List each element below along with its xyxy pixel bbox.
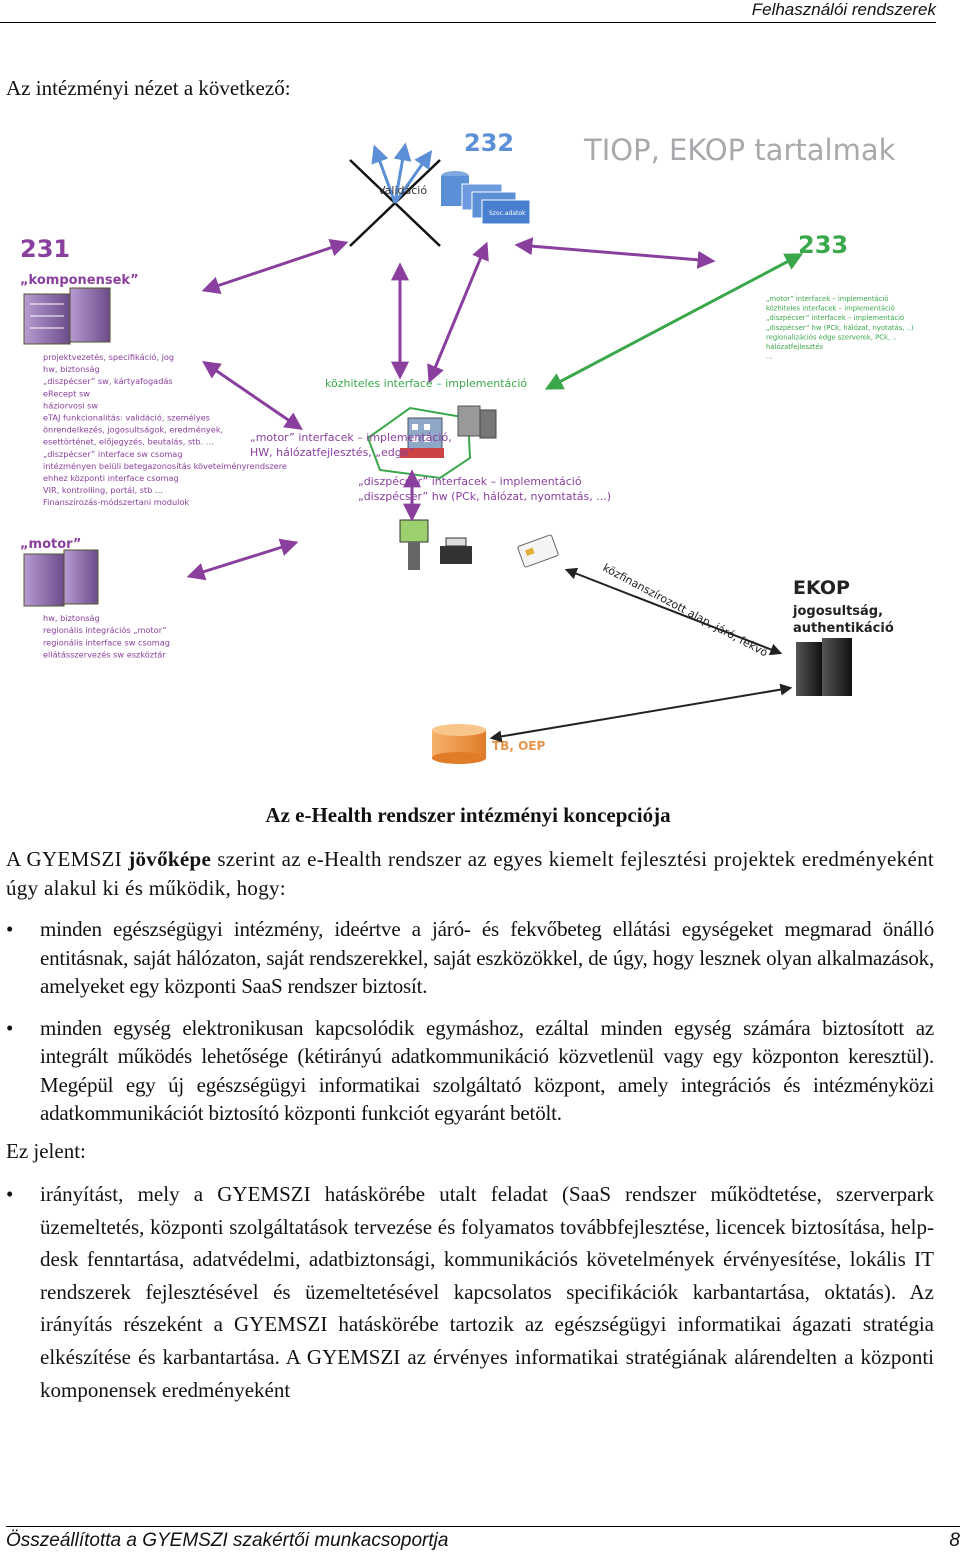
komponensek-item: hw, biztonság	[43, 364, 100, 374]
motor-item: hw, biztonság	[43, 613, 100, 623]
figure-caption: Az e-Health rendszer intézményi koncepci…	[265, 803, 671, 827]
vision-pre: A GYEMSZI	[6, 847, 129, 871]
list-233-item: „diszpécser” hw (PCk, hálózat, nyotatás,…	[766, 324, 914, 332]
vision-bold: jövőképe	[128, 847, 212, 871]
validation-icon: Validáció	[349, 142, 441, 247]
komponensek-item: háziorvosi sw	[43, 400, 98, 410]
motor-server-icon	[23, 549, 99, 607]
komponensek-item: „diszpécser” interface sw csomag	[43, 449, 183, 459]
footer-text: Összeállította a GYEMSZI szakértői munka…	[6, 1530, 449, 1551]
vision-paragraph: A GYEMSZI jövőképe szerint az e-Health r…	[6, 845, 934, 903]
motor-item: ellátásszervezés sw eszköztár	[43, 650, 166, 660]
diszpecser-line1: „diszpécser” interfacek – implementáció	[358, 475, 582, 488]
list-233-item: „diszpécser” interfacek – implementáció	[766, 314, 904, 322]
list-233-item: hálózatfejlesztés	[766, 343, 823, 351]
server-rack-icon	[23, 287, 111, 345]
printer-icon	[440, 537, 472, 564]
diszpecser-line2: „diszpécser” hw (PCk, hálózat, nyomtatás…	[358, 490, 611, 503]
kozhiteles-label: közhiteles interface – implementáció	[325, 377, 527, 390]
list-233-item: „motor” interfacek – implementáció	[766, 295, 888, 303]
komponensek-item: ehhez központi interface csomag	[43, 473, 179, 483]
ekop-line2: jogosultság,	[792, 604, 883, 619]
list-item: minden egészségügyi intézmény, ideértve …	[0, 915, 934, 1001]
tb-oep-database-icon	[432, 724, 486, 764]
list-233-item: …	[766, 353, 773, 361]
card-icon	[517, 534, 559, 568]
list-233-item: közhiteles interfacek – implementáció	[766, 305, 895, 313]
page-number: 8	[949, 1530, 960, 1551]
building-icon	[400, 417, 444, 458]
regional-hub-outline	[366, 406, 472, 480]
stack-label: Szoc.adatok	[489, 210, 526, 217]
komponensek-item: Finanszírozás-módszertani modulok	[43, 497, 189, 507]
bullet-list-1: minden egészségügyi intézmény, ideértve …	[0, 915, 934, 1128]
komponensek-item: VIR, kontrolling, portál, stb …	[43, 485, 163, 495]
arrows	[186, 237, 804, 743]
database-stack-icon: Szoc.adatok	[441, 171, 531, 225]
ekop-server-icon	[796, 638, 852, 696]
ez-jelent: Ez jelent:	[6, 1139, 86, 1163]
komponensek-item: „diszpécser” sw, kártyafogadás	[43, 376, 173, 386]
header-title: Felhasználói rendszerek	[751, 0, 936, 19]
server-icon	[457, 405, 497, 439]
ekop-title: EKOP	[793, 577, 850, 599]
komponensek-item: eTAJ funkcionalitás: validáció, személye…	[43, 413, 210, 423]
komponensek-item: projektvezetés, specifikáció, jog	[43, 352, 174, 362]
motor-center-line1: „motor” interfacek – implementáció,	[250, 431, 452, 444]
bullet-list-2: irányítást, mely a GYEMSZI hatáskörébe u…	[0, 1178, 934, 1406]
list-233: „motor” interfacek – implementáció közhit…	[766, 295, 914, 361]
komponensek-item: esettörténet, előjegyzés, beutalás, stb.…	[43, 437, 214, 447]
validacio-label: Validáció	[378, 184, 427, 197]
page-header: Felhasználói rendszerek	[0, 0, 936, 23]
label-231: 231	[20, 235, 70, 263]
tiop-title: TIOP, EKOP tartalmak	[583, 133, 896, 167]
kozfin-label: közfinanszírozott alap, járó, fekvő	[601, 561, 771, 659]
list-item: irányítást, mely a GYEMSZI hatáskörébe u…	[0, 1178, 934, 1406]
komponensek-item: önrendelkezés, jogosultságok, eredmények…	[43, 425, 223, 435]
komponensek-list: projektvezetés, specifikáció, jog hw, biz…	[43, 352, 287, 507]
komponensek-label: „komponensek”	[20, 273, 139, 288]
komponensek-item: eRecept sw	[43, 388, 90, 398]
list-item: minden egység elektronikusan kapcsolódik…	[0, 1014, 934, 1128]
ekop-line3: authentikáció	[793, 621, 894, 636]
motor-list: hw, biztonság regionális integrációs „mot…	[43, 613, 170, 660]
motor-center-line2: HW, hálózatfejlesztés, „edge”	[250, 446, 414, 459]
page-footer: Összeállította a GYEMSZI szakértői munka…	[6, 1526, 960, 1552]
kiosk-icon	[399, 519, 429, 570]
concept-figure: Validáció Szoc.adatok 232 TIOP, EKOP tar…	[20, 129, 914, 764]
motor-item: regionális integrációs „motor”	[43, 625, 167, 635]
label-232: 232	[464, 129, 514, 157]
komponensek-item: intézményen belüli betegazonosítás követ…	[43, 461, 287, 471]
motor-label: „motor”	[20, 537, 81, 552]
vision-post: szerint az e-Health rendszer az egyes ki…	[6, 847, 934, 900]
intro-text: Az intézményi nézet a következő:	[6, 76, 291, 100]
label-233: 233	[798, 231, 848, 259]
list-233-item: regionalizációs edge szerverek, PCk, ..	[766, 333, 897, 341]
tb-oep-label: TB, OEP	[492, 739, 545, 753]
motor-item: regionális interface sw csomag	[43, 637, 170, 647]
